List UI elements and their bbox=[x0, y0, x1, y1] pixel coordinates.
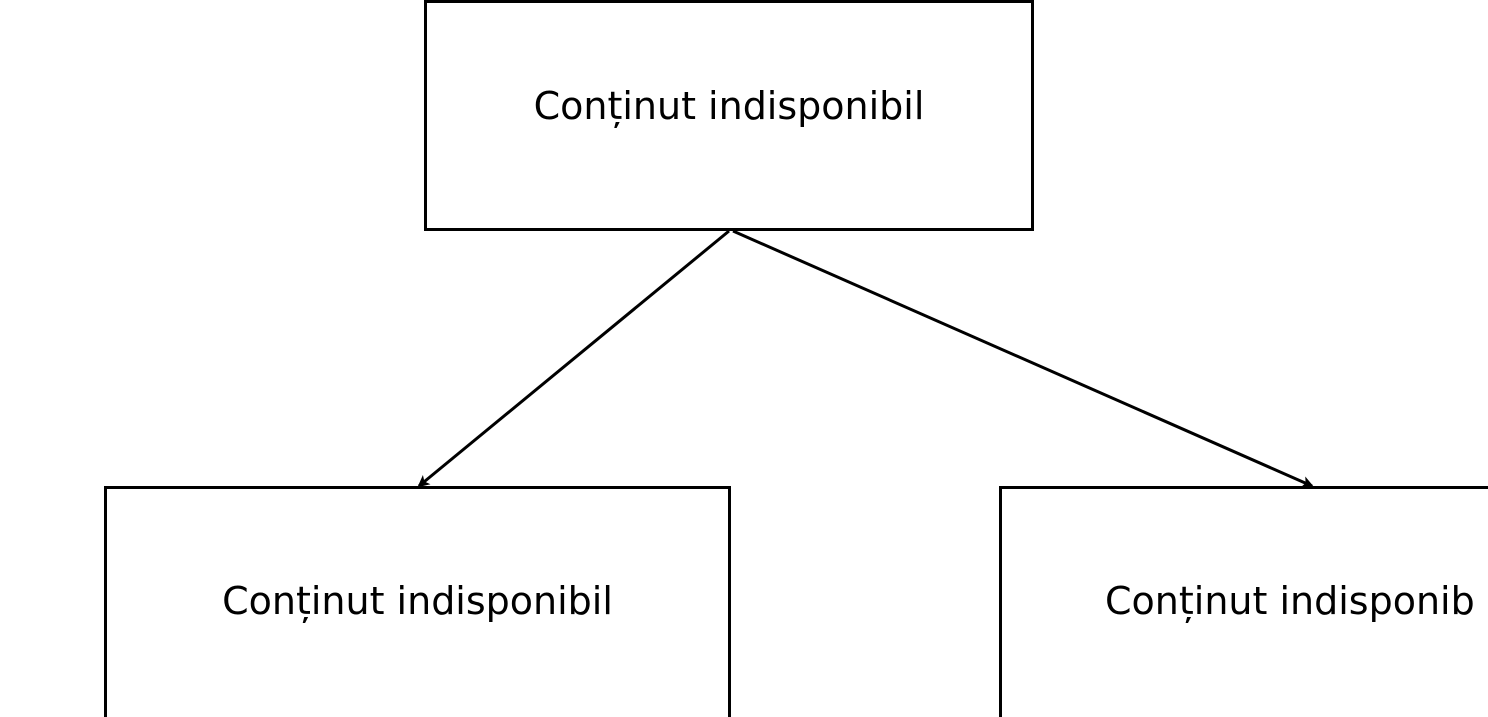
top-node: Conținut indisponibil bbox=[424, 0, 1034, 231]
edge-top-to-left-arrow bbox=[417, 229, 730, 488]
top-node-label: Conținut indisponibil bbox=[533, 83, 925, 128]
edge-top-to-right-arrow bbox=[732, 229, 1314, 488]
bottom-left-node: Conținut indisponibil bbox=[104, 486, 731, 717]
bottom-right-node: Conținut indisponib bbox=[999, 486, 1488, 717]
bottom-right-node-label: Conținut indisponib bbox=[1105, 579, 1475, 623]
bottom-left-node-label: Conținut indisponibil bbox=[222, 579, 613, 623]
